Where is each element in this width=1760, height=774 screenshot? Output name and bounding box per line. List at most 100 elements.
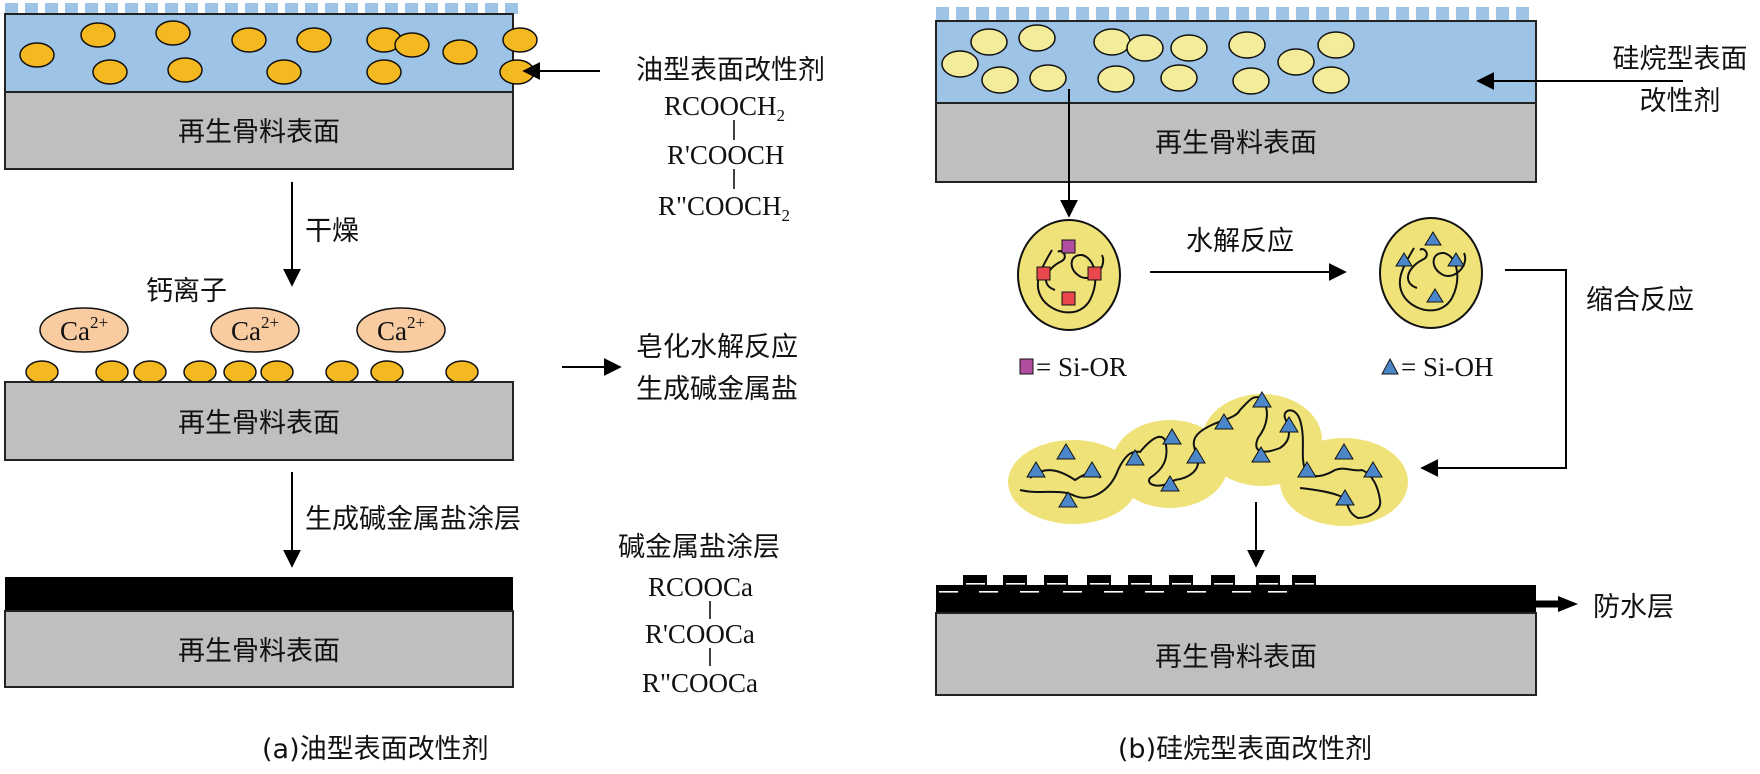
water-stripe (225, 3, 238, 14)
si-or-group (1061, 291, 1076, 306)
waterproof-dash (1259, 583, 1278, 585)
water-stripe (325, 3, 338, 14)
silane-particle (1029, 64, 1067, 92)
oil-particles-surface (25, 360, 479, 384)
substrate-a1-label: 再生骨料表面 (178, 117, 340, 148)
water-stripe (1336, 7, 1349, 21)
formula-line-1: RCOOCH2 (664, 91, 785, 125)
water-stripe (1256, 7, 1269, 21)
silane-particle (1097, 65, 1135, 93)
si-or-particle-body (1017, 219, 1121, 331)
oil-particles-top (19, 20, 538, 85)
oil-particle (167, 57, 203, 83)
water-stripe (165, 3, 178, 14)
polymer-chain (1398, 247, 1467, 312)
water-stripe (25, 3, 38, 14)
water-stripe (465, 3, 478, 14)
coating-formula-line-3: R"COOCa (642, 668, 758, 698)
water-stripe (1416, 7, 1429, 21)
silane-particle (1093, 28, 1131, 56)
silane-particle (1317, 31, 1355, 59)
waterproof-bump (1044, 575, 1068, 587)
water-stripe (45, 3, 58, 14)
substrate-b1-label: 再生骨料表面 (1155, 128, 1317, 159)
waterproof-bump (1087, 575, 1111, 587)
condensation-label: 缩合反应 (1586, 285, 1694, 316)
oil-particle (19, 42, 55, 68)
waterproof-dash (1047, 583, 1066, 585)
si-oh-group (1395, 252, 1413, 267)
panel-b: 再生骨料表面 硅烷型表面 改性剂 水解反应 = Si-OR (935, 7, 1748, 765)
water-stripe (385, 3, 398, 14)
si-oh-group (1335, 489, 1355, 506)
waterproof-dash (979, 591, 998, 593)
cluster-lobe (1112, 420, 1228, 508)
coating-step-label: 生成碱金属盐涂层 (305, 504, 521, 535)
si-or-legend-icon (1019, 358, 1034, 375)
water-layer-a (4, 13, 514, 93)
water-stripe (1476, 7, 1489, 21)
water-stripe (1196, 7, 1209, 21)
oil-particle (445, 360, 479, 384)
water-stripe (996, 7, 1009, 21)
water-stripe (105, 3, 118, 14)
water-stripe (1056, 7, 1069, 21)
oil-particle (296, 27, 332, 53)
si-oh-legend-label: = Si-OH (1401, 352, 1493, 382)
water-stripe (445, 3, 458, 14)
waterproof-bump (1292, 575, 1316, 587)
water-stripe (1356, 7, 1369, 21)
si-or-group (1036, 266, 1051, 281)
water-stripe (5, 3, 18, 14)
si-oh-group (1334, 443, 1354, 460)
substrate-a3 (4, 610, 514, 688)
oil-particle (133, 360, 167, 384)
water-stripe (265, 3, 278, 14)
waterproof-dash (1104, 591, 1123, 593)
water-stripe (305, 3, 318, 14)
substrate-b2 (935, 612, 1537, 696)
calcium-ions: Ca2+Ca2+Ca2+ (39, 307, 446, 353)
modifier-formula-a: RCOOCH2 R'COOCH R"COOCH2 (658, 91, 790, 225)
oil-particle (266, 59, 302, 85)
calcium-ion (210, 307, 300, 353)
water-stripe (1116, 7, 1129, 21)
substrate-b2-label: 再生骨料表面 (1155, 642, 1317, 673)
silane-particle (1170, 34, 1208, 62)
water-stripe (1516, 7, 1529, 21)
water-stripe (1216, 7, 1229, 21)
waterproof-bump (1128, 575, 1152, 587)
waterproof-label: 防水层 (1593, 592, 1674, 623)
si-oh-group (1125, 449, 1145, 466)
oil-particle (394, 32, 430, 58)
si-or-group (1087, 266, 1102, 281)
water-stripe (1176, 7, 1189, 21)
si-oh-group (1279, 416, 1299, 433)
si-oh-group (1214, 413, 1234, 430)
water-stripe (145, 3, 158, 14)
silane-particle (941, 50, 979, 78)
water-stripe (956, 7, 969, 21)
substrate-a3-label: 再生骨料表面 (178, 636, 340, 667)
water-stripe (1156, 7, 1169, 21)
substrate-a2-label: 再生骨料表面 (178, 408, 340, 439)
silane-particle (981, 66, 1019, 94)
si-oh-legend-icon (1381, 357, 1399, 375)
water-stripe (1396, 7, 1409, 21)
coating-formula-line-1: RCOOCa (648, 572, 753, 602)
water-stripe (1276, 7, 1289, 21)
oil-particle (25, 360, 59, 384)
si-or-legend-label: = Si-OR (1036, 352, 1127, 382)
water-stripe (125, 3, 138, 14)
water-stripe (365, 3, 378, 14)
saponification-label-line2: 生成碱金属盐 (636, 374, 798, 405)
panel-a: 再生骨料表面 油型表面改性剂 RCOOCH2 R'COOCH R"COOCH2 … (4, 3, 825, 765)
waterproof-dash (1131, 583, 1150, 585)
calcium-ion-label: Ca2+ (60, 313, 108, 346)
formula-line-2: R'COOCH (667, 140, 784, 170)
silane-particle (1018, 24, 1056, 52)
oil-particle (223, 360, 257, 384)
hydrolysis-label: 水解反应 (1186, 226, 1294, 257)
si-oh-group (1026, 461, 1046, 478)
cluster-lobe (1280, 438, 1408, 526)
